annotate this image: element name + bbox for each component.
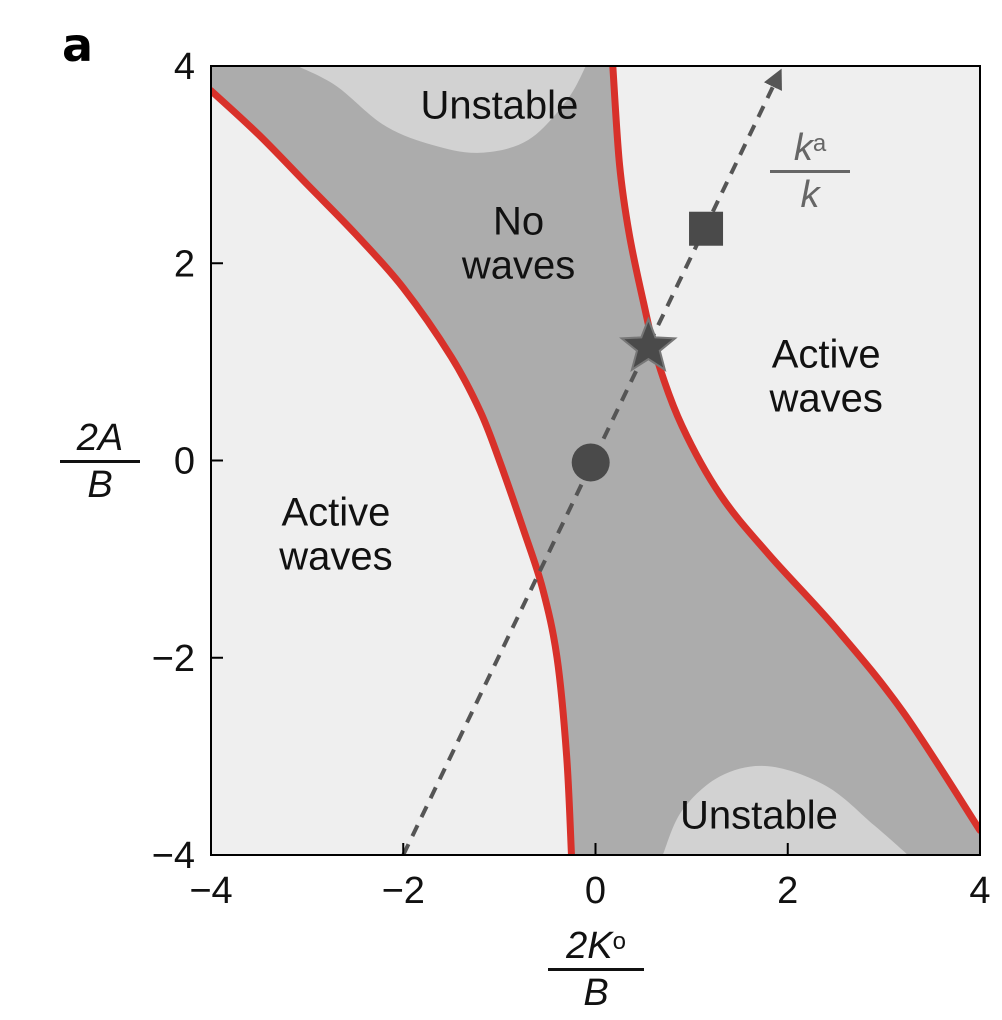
x-axis-label-numerator: 2Ko xyxy=(548,926,644,971)
x-axis-label: 2Ko B xyxy=(548,926,644,1013)
y-tick-label: −4 xyxy=(152,835,195,877)
ka-over-k-label: ka k xyxy=(770,128,850,215)
ka-over-k-dashed-line xyxy=(401,68,782,855)
x-tick-label: 4 xyxy=(969,870,990,912)
x-tick-label: 2 xyxy=(777,870,798,912)
boundary-curve-1 xyxy=(211,87,575,855)
region-label: waves xyxy=(769,377,883,421)
ka-label-symbol: k xyxy=(793,127,813,169)
ka-label-denominator: k xyxy=(800,174,820,216)
x-tick-label: −2 xyxy=(382,870,425,912)
region-label: Unstable xyxy=(680,794,838,838)
boundary-curve-2 xyxy=(609,66,980,834)
y-tick-label: 2 xyxy=(174,243,195,285)
ka-label-superscript: a xyxy=(812,130,827,157)
circle-marker xyxy=(571,443,610,482)
y-tick-label: −2 xyxy=(152,638,195,680)
unstable-region-2 xyxy=(662,765,908,855)
region-label: No xyxy=(493,200,544,244)
x-axis-label-denominator: B xyxy=(583,972,609,1014)
y-axis-label: 2A B xyxy=(60,418,140,505)
x-axis-label-superscript: o xyxy=(612,928,626,955)
y-tick-label: 0 xyxy=(174,441,195,483)
region-label: Active xyxy=(772,333,881,377)
region-label: waves xyxy=(278,534,392,578)
region-label: Unstable xyxy=(420,83,578,127)
x-tick-label: −4 xyxy=(189,870,232,912)
y-axis-label-denominator: B xyxy=(87,464,113,506)
x-tick-label: 0 xyxy=(585,870,606,912)
y-axis-label-numerator: 2A xyxy=(60,418,140,463)
y-tick-label: 4 xyxy=(174,46,195,88)
square-marker xyxy=(689,211,724,246)
x-axis-label-symbol: 2K xyxy=(566,925,613,967)
panel-label: a xyxy=(62,18,94,72)
star-marker xyxy=(619,316,678,372)
region-label: waves xyxy=(461,244,575,288)
region-label: Active xyxy=(281,490,390,534)
unstable-region-1 xyxy=(297,66,586,153)
